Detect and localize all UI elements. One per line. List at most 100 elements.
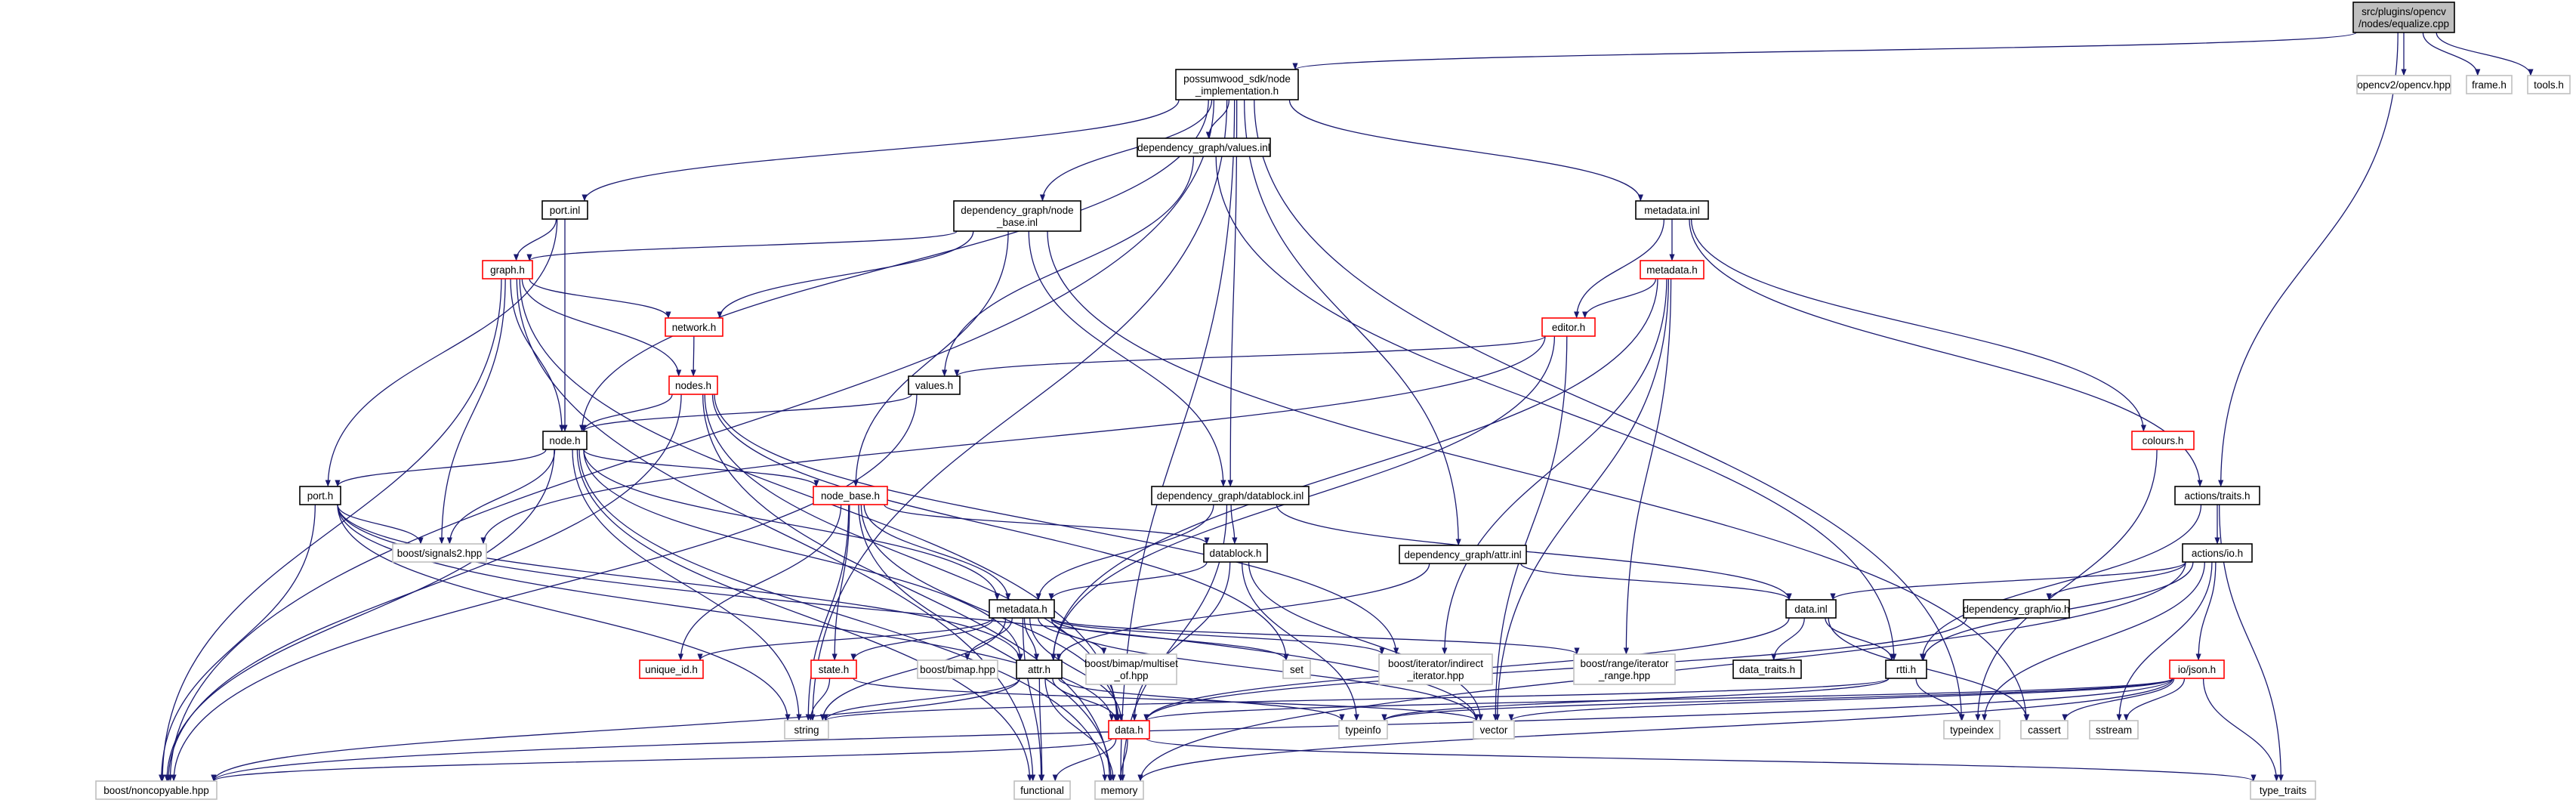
node-boost-bimap: boost/bimap.hpp (917, 659, 998, 679)
node-label: rtti.h (1896, 664, 1916, 675)
edge-impl-to-metadata_inl (1288, 99, 1643, 202)
edge-metadata_inl-to-actions_traits_h (1689, 218, 2203, 487)
edge-equalize-to-actions_traits_h (2218, 32, 2399, 487)
node-metadata-h[interactable]: metadata.h (989, 599, 1055, 619)
node-node-base-inl[interactable]: dependency_graph/node_base.inl (953, 200, 1081, 232)
node-box (1635, 200, 1709, 220)
node-label: unique_id.h (645, 664, 698, 675)
node-box (989, 599, 1055, 619)
node-box (1399, 545, 1527, 564)
node-label: node_base.h (821, 490, 880, 502)
edge-graph_h-to-node_h (510, 278, 565, 432)
edge-node_h-to-attr_h (583, 449, 1023, 661)
node-network-h[interactable]: network.h (665, 317, 723, 337)
edge-io_json_h-to-vector (1508, 678, 2173, 721)
node-box (1943, 720, 2001, 740)
node-port-h[interactable]: port.h (299, 486, 341, 505)
node-label: boost/range/iterator (1580, 658, 1669, 669)
node-state-h[interactable]: state.h (810, 659, 857, 679)
node-node-base-h[interactable]: node_base.h (813, 486, 888, 505)
node-actions-traits-h[interactable]: actions/traits.h (2174, 486, 2260, 505)
node-attr-inl[interactable]: dependency_graph/attr.inl (1399, 545, 1527, 564)
node-label: dependency_graph/io.h (1963, 604, 2069, 615)
node-data-h[interactable]: data.h (1108, 720, 1150, 740)
edge-metadata_h_top-to-iterator_indirect (1442, 278, 1667, 655)
node-equalize[interactable]: src/plugins/opencv/nodes/equalize.cpp (2352, 2, 2455, 33)
node-node-h[interactable]: node.h (542, 431, 588, 450)
node-graph-h[interactable]: graph.h (482, 260, 533, 279)
node-label: colours.h (2143, 435, 2184, 446)
node-label: _iterator.hpp (1406, 670, 1464, 681)
node-actions-io-h[interactable]: actions/io.h (2182, 543, 2253, 563)
node-io-json-h[interactable]: io/json.h (2169, 659, 2225, 679)
node-label: values.h (915, 380, 953, 391)
edge-node_h-to-noncopyable (164, 449, 555, 782)
edge-impl-to-string (810, 99, 1228, 721)
edge-io_json_h-to-type_traits (2202, 678, 2280, 782)
node-editor-h[interactable]: editor.h (1541, 317, 1596, 337)
edge-data_inl-to-rtti_h (1825, 617, 1895, 661)
node-label: data_traits.h (1739, 664, 1795, 675)
node-string: string (784, 720, 829, 740)
node-port-inl[interactable]: port.inl (541, 200, 588, 220)
node-bimap-multiset: boost/bimap/multiset_of.hpp (1084, 653, 1178, 685)
edge-metadata_h-to-vector (1050, 617, 1479, 721)
node-label: functional (1020, 785, 1064, 796)
edge-graph_h-to-functional (516, 278, 1036, 782)
edge-node_base_inl-to-node_base_h (853, 230, 1009, 487)
node-functional: functional (1013, 780, 1071, 800)
edge-rtti_h-to-string (822, 678, 1890, 721)
edge-io_json_h-to-typeinfo (1381, 678, 2173, 721)
node-datablock-h[interactable]: datablock.h (1203, 543, 1268, 563)
node-label: string (794, 724, 819, 736)
node-impl[interactable]: possumwood_sdk/node_implementation.h (1175, 69, 1299, 100)
node-data-traits-h[interactable]: data_traits.h (1732, 659, 1802, 679)
edge-port_h-to-data_h (337, 504, 1115, 721)
edge-node_base_inl-to-datablock_inl (1028, 230, 1226, 487)
node-attr-h[interactable]: attr.h (1016, 659, 1063, 679)
edge-data_h-to-noncopyable (211, 738, 1112, 782)
edge-graph_h-to-nodes_h (521, 278, 682, 377)
node-values-h[interactable]: values.h (908, 375, 961, 395)
edge-actions_io_h-to-dg_io_h (2046, 561, 2186, 601)
node-data-inl[interactable]: data.inl (1785, 599, 1837, 619)
node-label: opencv2/opencv.hpp (2357, 79, 2451, 91)
node-unique-id-h[interactable]: unique_id.h (639, 659, 704, 679)
node-label: vector (1480, 724, 1508, 736)
node-colours-h[interactable]: colours.h (2131, 431, 2195, 450)
edge-metadata_h-to-boost_bimap (964, 617, 1013, 661)
node-typeinfo: typeinfo (1338, 720, 1388, 740)
edge-editor_h-to-values_h (954, 335, 1546, 377)
node-noncopyable: boost/noncopyable.hpp (95, 780, 217, 800)
node-box (1963, 599, 2070, 619)
edge-io_json_h-to-sstream (2123, 678, 2186, 721)
node-rtti-h[interactable]: rtti.h (1885, 659, 1927, 679)
node-box (1175, 69, 1299, 100)
node-datablock-inl[interactable]: dependency_graph/datablock.inl (1151, 486, 1310, 505)
node-label: type_traits (2260, 785, 2307, 796)
node-nodes-h[interactable]: nodes.h (668, 375, 718, 395)
node-box (2182, 543, 2253, 563)
node-label: typeinfo (1345, 724, 1381, 736)
edge-node_h-to-port_h (335, 449, 547, 487)
edge-impl-to-port_inl (582, 99, 1180, 202)
node-label: cassert (2028, 724, 2061, 736)
node-box (1885, 659, 1927, 679)
node-frame-h: frame.h (2466, 75, 2513, 94)
edge-actions_traits_h-to-rtti_h (1919, 504, 2202, 661)
edge-metadata_h-to-range_iterator (1050, 617, 1580, 655)
node-box (299, 486, 341, 505)
node-label: port.h (307, 490, 334, 502)
node-boost-signals2: boost/signals2.hpp (392, 543, 487, 563)
node-dg-io-h[interactable]: dependency_graph/io.h (1963, 599, 2070, 619)
node-box (482, 260, 533, 279)
edge-node_h-to-node_base_h (583, 449, 819, 487)
node-metadata-h-top[interactable]: metadata.h (1640, 260, 1704, 279)
node-opencv-hpp: opencv2/opencv.hpp (2356, 75, 2451, 94)
node-metadata-inl[interactable]: metadata.inl (1635, 200, 1709, 220)
edge-node_h-to-boost_signals2 (446, 449, 556, 545)
node-values-inl[interactable]: dependency_graph/values.inl (1137, 137, 1271, 157)
node-box (810, 659, 857, 679)
node-box (541, 200, 588, 220)
node-label: possumwood_sdk/node (1183, 73, 1291, 85)
